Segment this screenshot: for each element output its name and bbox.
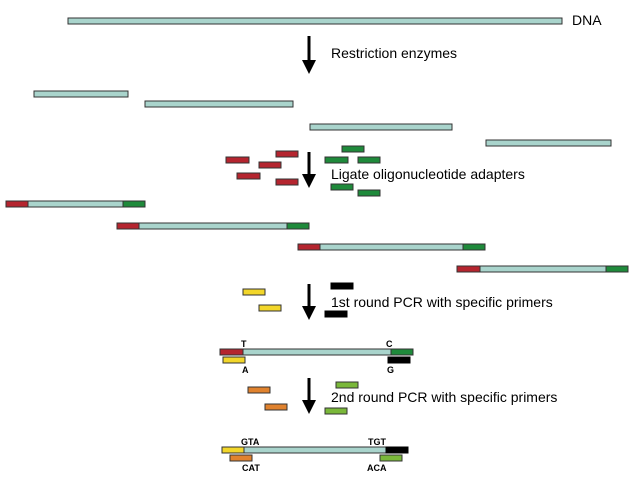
ligate-adapters-label: Ligate oligonucleotide adapters bbox=[331, 166, 525, 182]
second-round-product bbox=[221, 446, 409, 462]
dna-strand-full bbox=[67, 17, 563, 25]
first-round-top-right-nucleotide: C bbox=[386, 339, 393, 349]
dna-fragment-4 bbox=[485, 139, 612, 147]
loose-red-adapters bbox=[225, 150, 299, 186]
first-round-pcr-label: 1st round PCR with specific primers bbox=[331, 294, 553, 310]
down-arrow-4 bbox=[302, 378, 316, 414]
ligated-fragment-3 bbox=[297, 243, 486, 251]
down-arrow-2 bbox=[302, 152, 316, 188]
first-round-bottom-right-nucleotide: G bbox=[387, 365, 395, 375]
dna-fragment-1 bbox=[33, 90, 129, 98]
loose-green-adapters bbox=[324, 145, 381, 197]
second-round-top-right-nucleotides: TGT bbox=[368, 437, 386, 447]
second-round-top-left-nucleotides: GTA bbox=[241, 437, 260, 447]
second-round-bottom-left-nucleotides: CAT bbox=[242, 463, 260, 473]
ligated-fragment-4 bbox=[456, 265, 629, 273]
first-round-product bbox=[219, 348, 414, 364]
dna-label: DNA bbox=[572, 12, 602, 28]
first-round-bottom-left-nucleotide: A bbox=[242, 365, 249, 375]
ligated-fragment-2 bbox=[116, 222, 310, 230]
down-arrow-1 bbox=[302, 36, 316, 74]
second-round-pcr-label: 2nd round PCR with specific primers bbox=[331, 389, 558, 405]
second-round-bottom-right-nucleotides: ACA bbox=[367, 463, 387, 473]
ligated-fragment-1 bbox=[5, 200, 146, 208]
first-round-top-left-nucleotide: T bbox=[241, 339, 247, 349]
down-arrow-3 bbox=[302, 284, 316, 320]
dna-fragment-2 bbox=[144, 100, 294, 108]
first-round-primers bbox=[242, 282, 354, 318]
dna-fragment-3 bbox=[309, 123, 453, 131]
second-round-primers bbox=[247, 381, 359, 415]
restriction-enzymes-label: Restriction enzymes bbox=[331, 45, 458, 61]
